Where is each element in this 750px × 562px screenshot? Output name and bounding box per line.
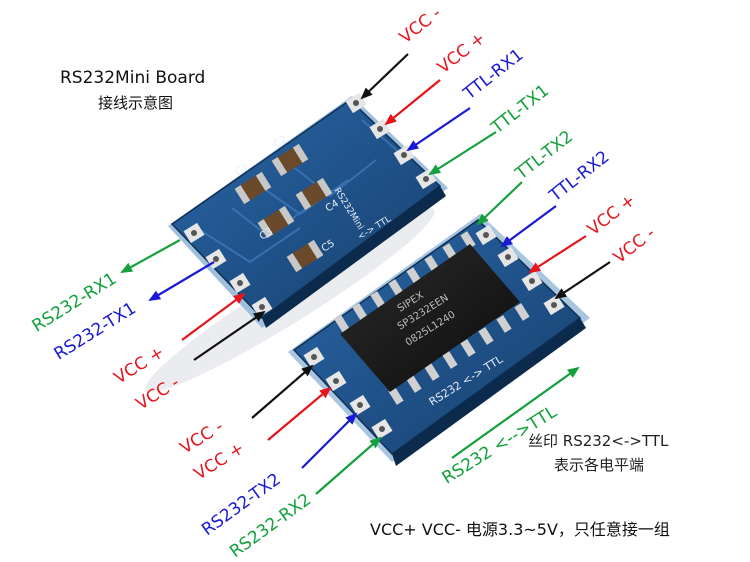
arrow-vcc-plus-3 [181, 292, 246, 341]
arrow-vcc-minus-4 [251, 364, 314, 419]
arrow-rs232-rx2 [315, 436, 382, 495]
arrow-ttl-tx2 [476, 181, 523, 226]
arrow-vcc-plus-1 [384, 79, 441, 126]
arrow-vcc-minus-3 [193, 310, 266, 361]
board-back: C1 C2 C3 C4 C5 RS232Mini <-> TTL [145, 92, 448, 392]
arrow-vcc-minus-2 [554, 261, 611, 300]
sp3232-chip [340, 244, 520, 392]
front-board-pads [303, 224, 565, 440]
caption-title: RS232Mini Board [60, 68, 206, 88]
chip-pins [334, 231, 530, 405]
pin-arrows [120, 53, 611, 495]
caption-silk-line2: 表示各电平端 [554, 456, 645, 474]
arrow-rs232-tx1 [148, 261, 215, 302]
arrow-rs232-rx1 [120, 239, 181, 273]
arrow-ttl-rx1 [406, 107, 471, 152]
caption-power-note: VCC+ VCC- 电源3.3~5V，只任意接一组 [370, 520, 670, 539]
caption-subtitle: 接线示意图 [98, 94, 174, 112]
arrow-ttl-tx1 [428, 131, 497, 176]
arrow-rs232-tx2 [301, 412, 358, 469]
arrow-rs232-ttl [451, 366, 580, 459]
arrow-vcc-plus-2 [528, 235, 587, 274]
arrow-ttl-rx2 [500, 205, 557, 248]
caption-silk-line1: 丝印 RS232<->TTL [528, 432, 669, 450]
arrow-vcc-minus-1 [360, 53, 409, 100]
arrow-vcc-plus-4 [267, 386, 332, 441]
board-front: SIPEX SP3232EEN 0825L1240 RS232 <-> TTL [288, 214, 590, 466]
capacitor-array [234, 143, 333, 273]
